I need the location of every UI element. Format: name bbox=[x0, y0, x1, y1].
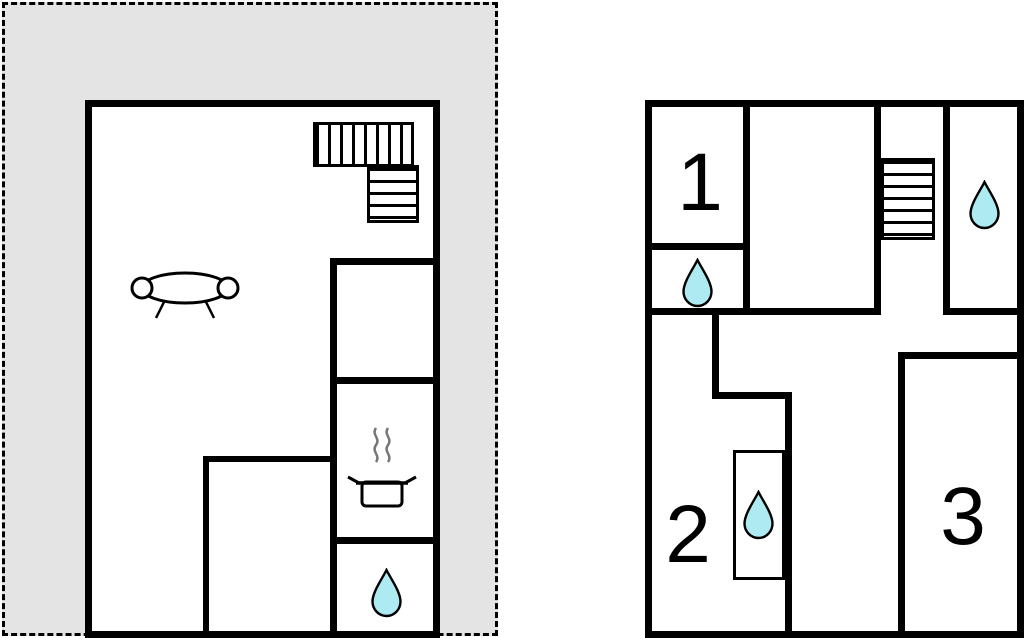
stairs-icon bbox=[881, 158, 935, 240]
wall bbox=[330, 258, 433, 265]
wall bbox=[743, 100, 750, 315]
wall bbox=[330, 377, 433, 384]
water-drop-icon bbox=[371, 568, 402, 618]
stairs-icon bbox=[313, 122, 414, 167]
wall bbox=[203, 456, 337, 462]
stairs-icon bbox=[367, 165, 419, 223]
room-label-1: 1 bbox=[677, 137, 723, 228]
wall bbox=[898, 352, 905, 638]
wall bbox=[645, 243, 750, 250]
wall bbox=[203, 456, 209, 638]
wall bbox=[330, 258, 337, 638]
wall bbox=[898, 352, 1024, 359]
sofa-icon bbox=[130, 271, 240, 319]
wall bbox=[785, 392, 792, 638]
wall bbox=[330, 537, 433, 544]
wall bbox=[874, 100, 881, 315]
upper-floor-outline bbox=[645, 100, 1024, 638]
room-label-2: 2 bbox=[665, 489, 711, 580]
wall bbox=[943, 308, 1024, 315]
wall bbox=[712, 308, 719, 399]
wall bbox=[943, 100, 950, 315]
water-drop-icon bbox=[969, 180, 1000, 230]
stove-icon bbox=[347, 427, 417, 508]
water-drop-icon bbox=[743, 490, 774, 540]
wall bbox=[645, 308, 881, 315]
water-drop-icon bbox=[682, 258, 713, 308]
room-label-3: 3 bbox=[940, 471, 986, 562]
wall bbox=[712, 392, 792, 399]
